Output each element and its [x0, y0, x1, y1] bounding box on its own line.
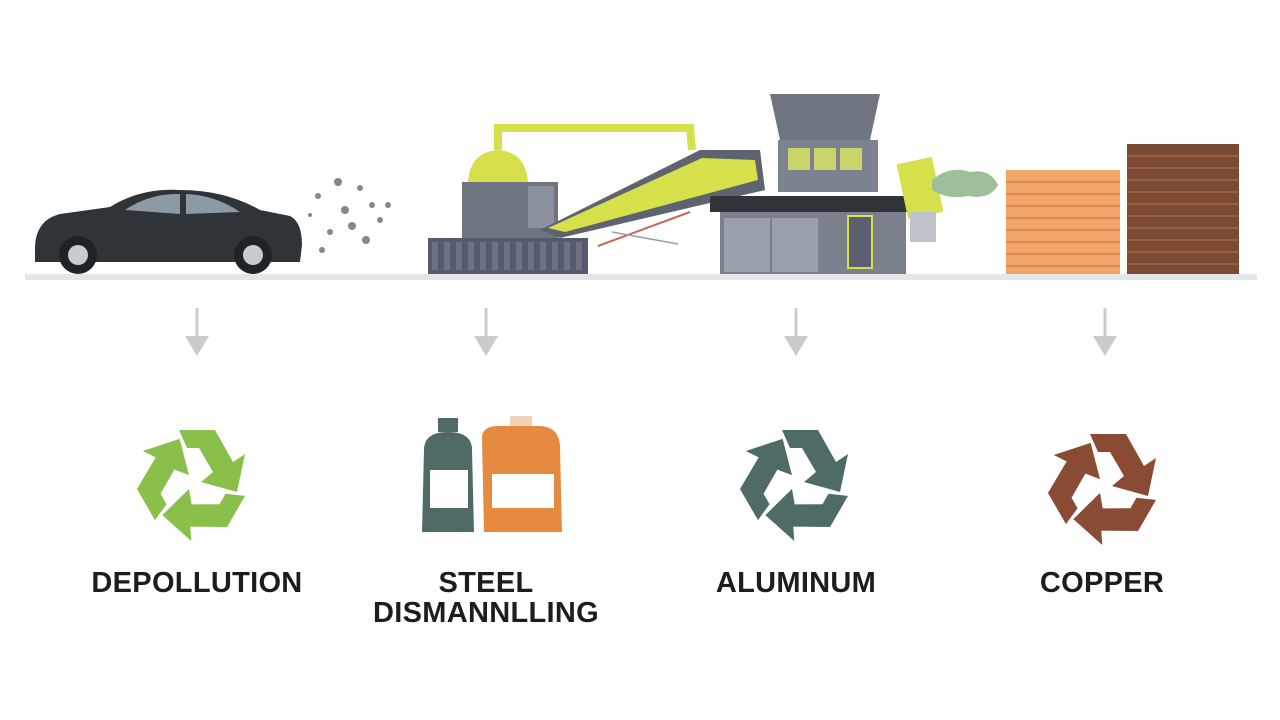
stage-label-line: COPPER: [1039, 568, 1165, 599]
material-stack-copper: [1127, 144, 1239, 274]
ground-line: [25, 274, 1257, 280]
arrow-down-icon: [1093, 308, 1117, 356]
recycle-icon: [724, 430, 849, 554]
sorting-plant: [710, 94, 998, 274]
debris-particles: [308, 178, 391, 253]
stage-label-line: STEEL: [438, 568, 534, 599]
stage-label-aluminum: ALUMINUM: [646, 568, 946, 598]
arrow-down-icon: [784, 308, 808, 356]
fluid-containers-icon: [422, 416, 562, 532]
stage-label-copper: COPPER: [952, 568, 1252, 598]
stage-label-line: DISMANNLLING: [373, 597, 599, 629]
stage-label-steel-dismantling: STEEL DISMANNLLING: [336, 568, 636, 628]
shredder-machine: [428, 124, 765, 274]
stage-label-line: DEPOLLUTION: [91, 568, 303, 599]
car-icon: [35, 189, 302, 274]
recycle-icon: [121, 430, 246, 554]
arrow-down-icon: [474, 308, 498, 356]
material-stack-orange: [1006, 170, 1120, 274]
stage-label-line: ALUMINUM: [715, 568, 877, 599]
arrow-down-icon: [185, 308, 209, 356]
stage-label-depollution: DEPOLLUTION: [42, 568, 352, 598]
recycle-icon: [1032, 434, 1157, 558]
